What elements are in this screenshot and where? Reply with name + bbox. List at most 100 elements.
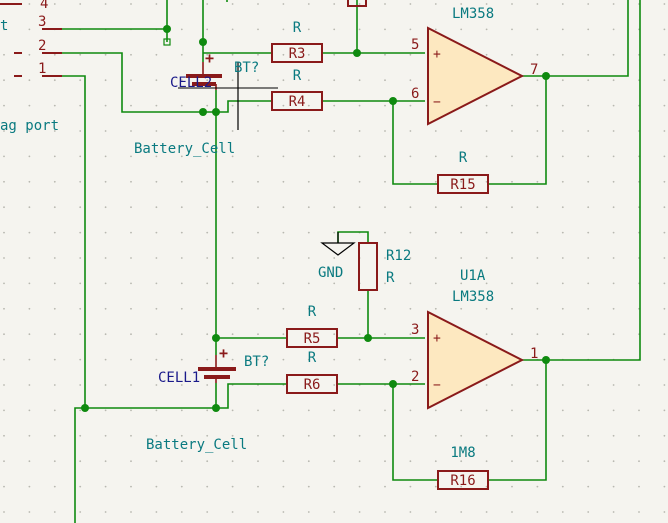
- grid-dot: [612, 434, 615, 437]
- grid-dot: [257, 206, 259, 209]
- grid-dot: [3, 180, 5, 183]
- grid-dot: [663, 333, 666, 336]
- grid-dot: [663, 257, 666, 259]
- grid-dot: [53, 333, 56, 336]
- grid-dot: [79, 434, 82, 437]
- grid-dot: [333, 3, 336, 5]
- grid-dot: [612, 307, 615, 310]
- grid-dot: [409, 257, 412, 259]
- grid-dot: [282, 3, 285, 5]
- junction: [542, 356, 550, 364]
- junction: [81, 404, 89, 412]
- grid-dot: [231, 358, 234, 361]
- grid-dot: [79, 409, 82, 412]
- grid-dot: [206, 155, 209, 158]
- grid-dot: [409, 485, 412, 488]
- grid-dot: [612, 460, 615, 463]
- grid-dot: [536, 155, 539, 158]
- opamp-minus-sign: −: [433, 378, 441, 393]
- grid-dot: [3, 28, 5, 31]
- grid-dot: [333, 434, 336, 437]
- grid-dot: [155, 384, 158, 386]
- grid-dot: [28, 104, 31, 107]
- resistor-r16-value: 1M8: [450, 445, 475, 461]
- resistor-r5-body: [286, 328, 338, 348]
- grid-dot: [409, 307, 412, 310]
- grid-dot: [130, 409, 132, 412]
- grid-dot: [358, 409, 361, 412]
- grid-dot: [130, 104, 132, 107]
- grid-dot: [307, 28, 310, 31]
- grid-dot: [663, 206, 666, 209]
- grid-dot: [434, 434, 437, 437]
- grid-dot: [409, 79, 412, 82]
- grid-dot: [409, 28, 412, 31]
- grid-dot: [130, 206, 132, 209]
- grid-dot: [231, 511, 234, 513]
- grid-dot: [612, 206, 615, 209]
- grid-dot: [257, 180, 259, 183]
- grid-dot: [434, 282, 437, 285]
- grid-dot: [511, 3, 513, 5]
- grid-dot: [663, 79, 666, 82]
- grid-dot: [384, 460, 386, 463]
- junctions: [81, 25, 550, 412]
- grid-dot: [434, 231, 437, 234]
- grid-dot: [3, 409, 5, 412]
- grid-dot: [307, 460, 310, 463]
- grid-dot: [485, 460, 488, 463]
- battery-value: BT?: [234, 60, 259, 76]
- grid-dot: [231, 180, 234, 183]
- grid-dot: [282, 231, 285, 234]
- grid-dot: [206, 104, 209, 107]
- grid-dot: [587, 384, 590, 386]
- grid-dot: [384, 3, 386, 5]
- grid-dot: [587, 3, 590, 5]
- grid-dot: [231, 206, 234, 209]
- grid-dot: [434, 180, 437, 183]
- gnd-label: GND: [318, 265, 343, 281]
- battery-ref: CELL2: [170, 75, 212, 91]
- grid-dot: [307, 409, 310, 412]
- grid-dot: [206, 3, 209, 5]
- grid-dot: [155, 460, 158, 463]
- grid-dot: [561, 231, 564, 234]
- grid-dot: [3, 231, 5, 234]
- grid-dot: [638, 409, 640, 412]
- grid-dot: [587, 130, 590, 132]
- grid-dot: [561, 180, 564, 183]
- grid-dot: [79, 257, 82, 259]
- grid-dot: [155, 485, 158, 488]
- grid-dot: [79, 485, 82, 488]
- grid-dot: [358, 155, 361, 158]
- grid-dot: [53, 53, 56, 56]
- grid-dot: [180, 155, 183, 158]
- grid-dot: [155, 511, 158, 513]
- grid-dot: [180, 409, 183, 412]
- grid-dot: [536, 511, 539, 513]
- grid-dot: [612, 333, 615, 336]
- grid-dot: [180, 231, 183, 234]
- opamp-ref: U1A: [460, 268, 486, 284]
- connector-label-fragment: t: [0, 18, 8, 34]
- grid-dot: [206, 434, 209, 437]
- grid-dot: [587, 79, 590, 82]
- grid-dot: [663, 155, 666, 158]
- grid-dot: [28, 28, 31, 31]
- grid-dot: [155, 180, 158, 183]
- grid-dot: [638, 384, 640, 386]
- grid-dot: [79, 206, 82, 209]
- grid-dot: [663, 409, 666, 412]
- grid-dot: [384, 434, 386, 437]
- grid-dot: [180, 180, 183, 183]
- grid-dot: [536, 307, 539, 310]
- grid-dot: [460, 434, 463, 437]
- grid-dot: [333, 282, 336, 285]
- grid-dot: [257, 79, 259, 82]
- battery-plus-sign: +: [205, 49, 214, 67]
- opamp-pin-plus: 3: [411, 322, 419, 338]
- grid-dot: [587, 28, 590, 31]
- grid-dot: [333, 307, 336, 310]
- grid-dot: [536, 180, 539, 183]
